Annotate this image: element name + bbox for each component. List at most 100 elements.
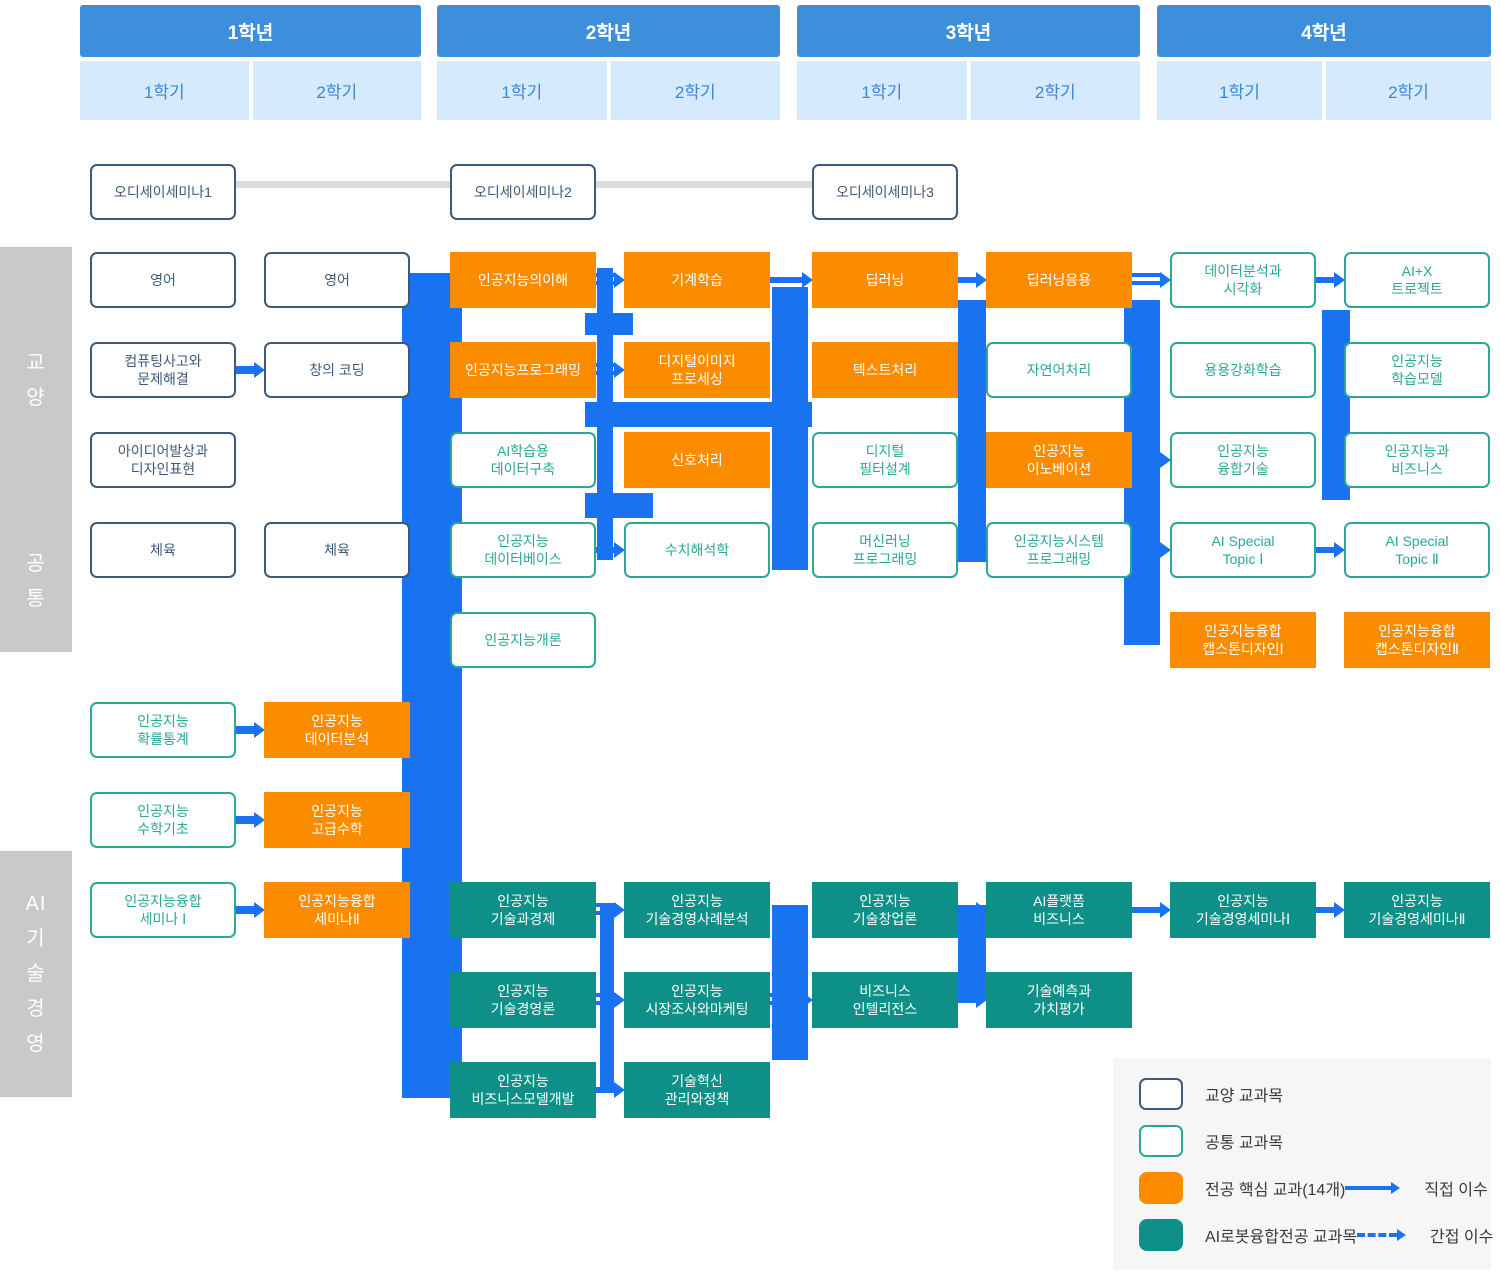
course-ai-and-business: 인공지능과 비즈니스	[1344, 432, 1490, 488]
arrow-head	[614, 1082, 625, 1098]
arrow-line	[596, 547, 616, 553]
arrow-line	[956, 907, 978, 913]
course-computing-thinking-problem-solving: 컴퓨팅사고와 문제해결	[90, 342, 236, 398]
course-text-processing: 텍스트처리	[812, 342, 958, 398]
legend-item-robot: AI로봇융합전공 교과목 간접 이수	[1139, 1216, 1494, 1254]
course-idea-design-expression: 아이디어발상과 디자인표현	[90, 432, 236, 488]
indirect-arrow-icon	[1357, 1228, 1407, 1241]
arrow-head	[614, 272, 625, 288]
year-header-4: 4학년	[1157, 5, 1491, 57]
semester-cell-4-1: 1학기	[1157, 61, 1322, 120]
course-tech-forecast-valuation: 기술예측과 가치평가	[986, 972, 1132, 1028]
course-ml-programming: 머신러닝 프로그래밍	[812, 522, 958, 578]
arrow-line	[1316, 547, 1336, 553]
course-ai-data-analysis: 인공지능 데이터분석	[264, 702, 410, 758]
course-ai-convergence-seminar-1: 인공지능융합 세미나 Ⅰ	[90, 882, 236, 938]
course-numerical-analysis: 수치해석학	[624, 522, 770, 578]
course-intro-to-ai: 인공지능개론	[450, 612, 596, 668]
arrow-line	[596, 363, 616, 367]
course-ai-tech-mgmt-intro: 인공지능 기술경영론	[450, 972, 596, 1028]
legend-swatch-core	[1139, 1171, 1183, 1204]
arrow-head	[976, 542, 987, 558]
course-ai-tech-mgmt-seminar-1: 인공지능 기술경영세미나Ⅰ	[1170, 882, 1316, 938]
legend-item-gyoyang: 교양 교과목	[1139, 1075, 1491, 1113]
course-tech-innovation-mgmt-policy: 기술혁신 관리와정책	[624, 1062, 770, 1118]
course-deep-learning: 딥러닝	[812, 252, 958, 308]
arrow-head	[802, 272, 813, 288]
connector-pipe	[600, 905, 614, 1090]
connector-pipe	[958, 300, 986, 562]
course-ai-innovation: 인공지능 이노베이션	[986, 432, 1132, 488]
course-physical-education-1: 체육	[90, 522, 236, 578]
arrow-head	[1334, 272, 1345, 288]
arrow-line	[596, 273, 616, 277]
arrow-line	[956, 547, 978, 553]
course-ai-convergence-seminar-2: 인공지능융합 세미나Ⅱ	[264, 882, 410, 938]
connector-pipe	[958, 905, 986, 1000]
course-ai-market-research-marketing: 인공지능 시장조사와마케팅	[624, 972, 770, 1028]
arrow-line	[596, 1001, 616, 1005]
arrow-head	[1334, 542, 1345, 558]
year-header-2: 2학년	[437, 5, 780, 57]
arrow-head	[614, 362, 625, 378]
arrow-line	[1316, 907, 1336, 913]
course-ai-platform-business: AI플랫폼 비즈니스	[986, 882, 1132, 938]
course-ai-math-basics: 인공지능 수학기초	[90, 792, 236, 848]
arrow-line	[596, 281, 616, 285]
arrow-head	[254, 722, 265, 738]
connector-pipe	[772, 905, 808, 1060]
legend-label: 공통 교과목	[1205, 1134, 1284, 1152]
arrow-line	[1132, 547, 1162, 553]
course-data-analysis-visualization: 데이터분석과 시각화	[1170, 252, 1316, 308]
arrow-line	[1132, 281, 1162, 285]
arrow-line	[770, 993, 804, 997]
arrow-line	[770, 277, 804, 283]
arrow-line	[596, 993, 616, 997]
course-signal-processing: 신호처리	[624, 432, 770, 488]
arrow-head	[976, 992, 987, 1008]
arrow-line	[956, 997, 978, 1003]
course-digital-image-processing: 디지털이미지 프로세싱	[624, 342, 770, 398]
semester-cell-2-1: 1학기	[437, 61, 607, 120]
side-label-liberal-arts: 교 양	[0, 247, 72, 515]
arrow-line	[236, 366, 256, 374]
semester-cell-3-2: 2학기	[970, 61, 1140, 120]
arrow-head	[1160, 452, 1171, 468]
course-physical-education-2: 체육	[264, 522, 410, 578]
arrow-line	[596, 1087, 616, 1093]
course-english-1: 영어	[90, 252, 236, 308]
arrow-head	[1160, 902, 1171, 918]
legend-arrow-label: 간접 이수	[1430, 1228, 1494, 1246]
arrow-head	[254, 902, 265, 918]
legend-panel: 교양 교과목 공통 교과목 전공 핵심 교과(14개) 직접 이수 AI로봇융합…	[1113, 1058, 1494, 1270]
course-machine-learning: 기계학습	[624, 252, 770, 308]
legend-label: AI로봇융합전공 교과목	[1205, 1228, 1358, 1246]
arrow-head	[1160, 272, 1171, 288]
course-ai-programming: 인공지능프로그래밍	[450, 342, 596, 398]
course-digital-filter-design: 디지털 필터설계	[812, 432, 958, 488]
course-business-intelligence: 비즈니스 인텔리전스	[812, 972, 958, 1028]
arrow-line	[596, 911, 616, 915]
arrow-head	[254, 362, 265, 378]
arrow-head	[976, 902, 987, 918]
course-creative-coding: 창의 코딩	[264, 342, 410, 398]
arrow-line	[596, 903, 616, 907]
course-ai-understanding: 인공지능의이해	[450, 252, 596, 308]
year-header-1: 1학년	[80, 5, 421, 57]
connector-pipe	[402, 273, 462, 1098]
course-odyssey-seminar-2: 오디세이세미나2	[450, 164, 596, 220]
direct-arrow-icon	[1345, 1181, 1401, 1194]
legend-swatch-gyoyang	[1139, 1077, 1183, 1110]
course-natural-language-processing: 자연어처리	[986, 342, 1132, 398]
arrow-line	[596, 371, 616, 375]
connector-pipe	[585, 313, 633, 335]
arrow-head	[1334, 902, 1345, 918]
arrow-head	[802, 992, 813, 1008]
legend-label: 교양 교과목	[1205, 1087, 1284, 1105]
arrow-head	[1160, 542, 1171, 558]
course-ai-capstone-design-2: 인공지능융합 캡스톤디자인Ⅱ	[1344, 612, 1490, 668]
odyssey-connector-line	[594, 181, 814, 188]
semester-cell-1-2: 2학기	[252, 61, 421, 120]
course-ai-system-programming: 인공지능시스템 프로그래밍	[986, 522, 1132, 578]
